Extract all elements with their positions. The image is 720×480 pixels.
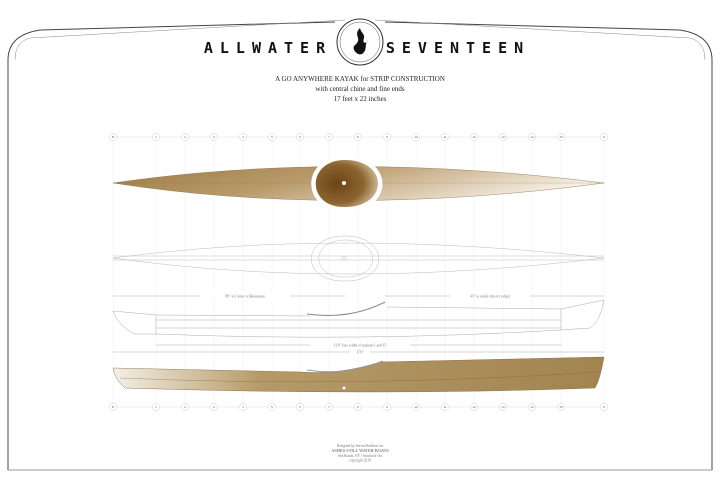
- station-marker: [528, 133, 536, 141]
- station-marker: [412, 403, 420, 411]
- station-marker: [412, 133, 420, 141]
- station-label: 3: [213, 405, 215, 409]
- station-marker: [383, 133, 391, 141]
- side-framing-view: [112, 299, 605, 338]
- station-label: 4: [242, 405, 244, 409]
- station-label: 4: [242, 135, 244, 139]
- station-label: 2: [184, 405, 186, 409]
- station-label: 13: [501, 135, 505, 139]
- station-label: 1: [155, 405, 157, 409]
- station-marker: [268, 403, 276, 411]
- subtitle: A GO ANYWHERE KAYAK for STRIP CONSTRUCTI…: [275, 75, 445, 83]
- station-marker: [470, 133, 478, 141]
- station-marker: [109, 133, 117, 141]
- station-label: 15: [559, 405, 563, 409]
- station-label: 9: [386, 135, 388, 139]
- station-label: S: [603, 135, 605, 139]
- station-label: 10: [414, 135, 418, 139]
- frame-inner-right: [374, 19, 706, 61]
- station-marker: [383, 403, 391, 411]
- station-label: 5: [271, 135, 273, 139]
- station-marker: [152, 403, 160, 411]
- station-label: 5: [271, 405, 273, 409]
- station-label: 1: [155, 135, 157, 139]
- station-label: 11: [443, 135, 446, 139]
- station-label: 8: [357, 135, 359, 139]
- designer-line: Designed by Steven Redbow for: [337, 444, 385, 448]
- station-label: 3: [213, 135, 215, 139]
- station-label: 10: [414, 405, 418, 409]
- station-marker: [499, 133, 507, 141]
- station-marker: [557, 133, 565, 141]
- framing-plan-view: [112, 235, 605, 282]
- station-label: 8: [357, 405, 359, 409]
- station-marker: [210, 403, 218, 411]
- station-grid: BB11223344556677889910101111121213131414…: [109, 133, 608, 411]
- sheet-border: [7, 21, 713, 470]
- frame-inner-left: [14, 19, 346, 61]
- station-label: 9: [386, 405, 388, 409]
- station-marker: [441, 403, 449, 411]
- station-label: 13: [501, 405, 505, 409]
- station-label: B: [112, 135, 114, 139]
- station-label: 15: [559, 135, 563, 139]
- station-label: B: [112, 405, 114, 409]
- station-marker: [152, 133, 160, 141]
- station-marker: [210, 133, 218, 141]
- station-label: 12: [472, 135, 476, 139]
- copyright-line: copyright 2019: [349, 459, 371, 463]
- station-label: 7: [328, 135, 330, 139]
- station-marker: [557, 403, 565, 411]
- station-marker: [296, 403, 304, 411]
- station-label: 7: [328, 405, 330, 409]
- station-marker: [181, 133, 189, 141]
- station-label: 11: [443, 405, 446, 409]
- deck-view: [112, 156, 605, 212]
- station-marker: [600, 133, 608, 141]
- station-label: 2: [184, 135, 186, 139]
- station-marker: [354, 403, 362, 411]
- station-label: 6: [299, 135, 301, 139]
- subtitle-features: with central chine and fine ends: [315, 85, 404, 93]
- station-marker: [181, 403, 189, 411]
- station-label: 12: [472, 405, 476, 409]
- station-marker: [109, 403, 117, 411]
- station-marker: [325, 403, 333, 411]
- designer-credit: Designed by Steven Redbow for ASHES STIL…: [331, 444, 389, 463]
- station-marker: [239, 403, 247, 411]
- station-span-label: 12'0" face width of stations 1 and 15: [334, 344, 387, 348]
- company-name: ASHES STILL WATER BOATS: [331, 448, 389, 453]
- cockpit-distance-label: 4'3" to inside rim of cockpit: [470, 295, 510, 299]
- station-marker: [325, 133, 333, 141]
- station-label: 14: [530, 135, 534, 139]
- flame-icon: [353, 28, 368, 55]
- subtitle-dimensions: 17 feet x 22 inches: [334, 95, 387, 103]
- station-marker: [239, 133, 247, 141]
- station-marker: [528, 403, 536, 411]
- logo: [336, 18, 384, 66]
- station-label: S: [603, 405, 605, 409]
- center-of-resistance-label: 8'0" to Center of Resistance: [225, 295, 265, 299]
- station-marker: [296, 133, 304, 141]
- side-profile-view: [112, 356, 605, 393]
- overall-length-label: 17'0": [356, 351, 364, 355]
- title-right: SEVENTEEN: [386, 39, 530, 57]
- station-marker: [499, 403, 507, 411]
- cockpit: [315, 160, 378, 208]
- station-marker: [470, 403, 478, 411]
- station-marker: [600, 403, 608, 411]
- station-marker: [268, 133, 276, 141]
- title-left: ALLWATER: [204, 39, 332, 57]
- station-label: 6: [299, 405, 301, 409]
- station-marker: [354, 133, 362, 141]
- station-label: 14: [530, 405, 534, 409]
- station-marker: [441, 133, 449, 141]
- location-line: Sea Roads, NY / Stratford, On: [338, 454, 382, 459]
